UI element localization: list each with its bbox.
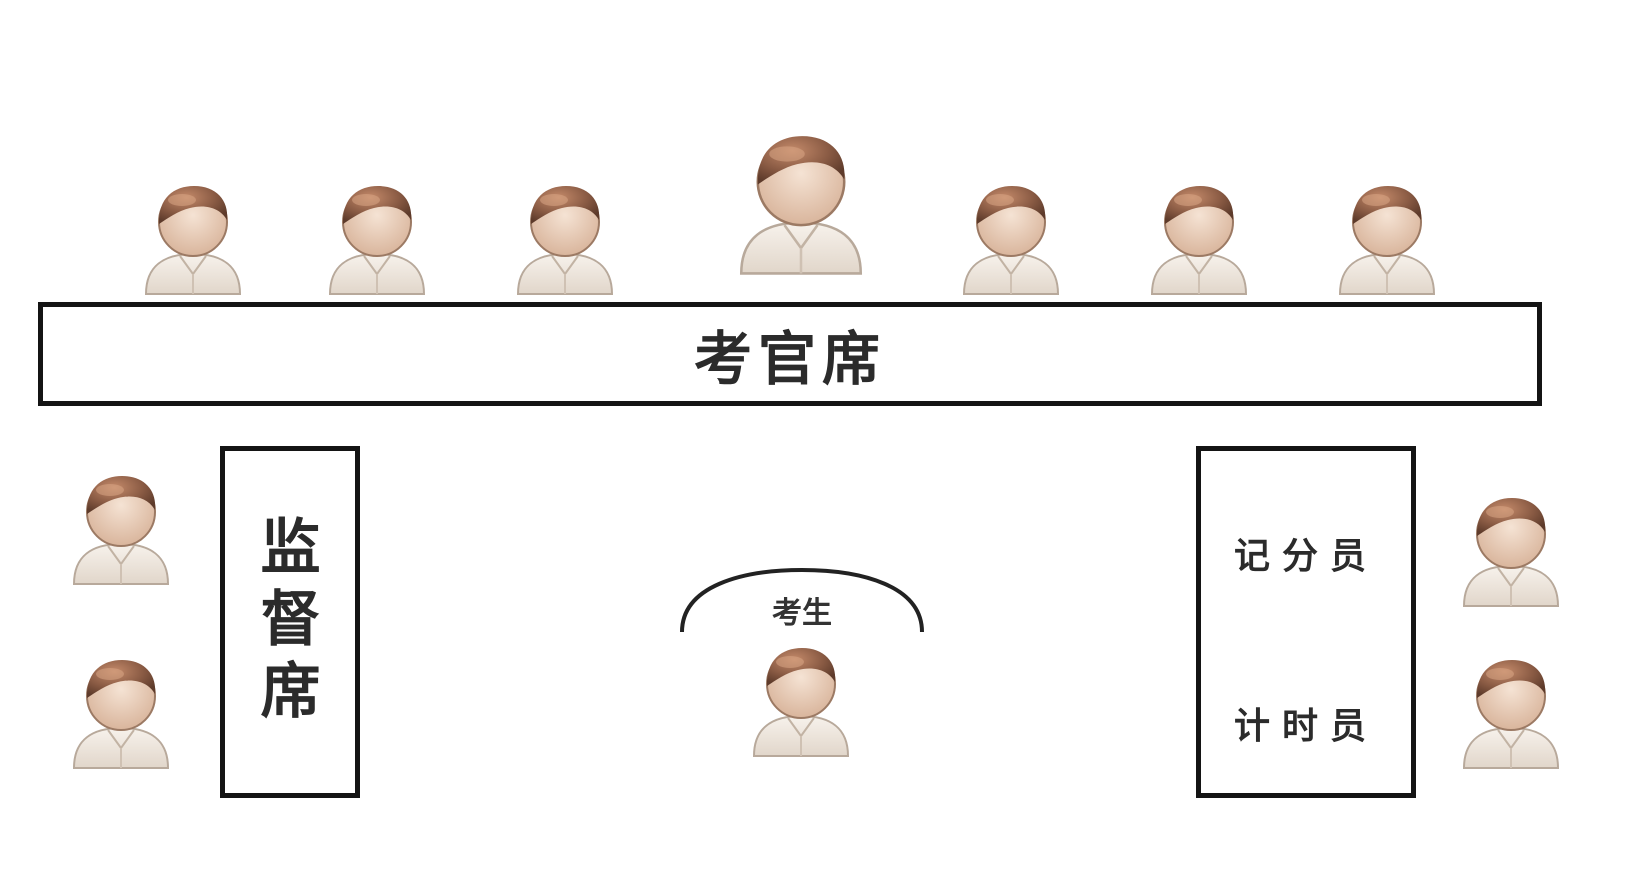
candidate-label: 考生 [772,596,832,631]
examiner-person-icon [1134,178,1264,296]
candidate-person-icon [736,640,866,758]
candidate-arc [680,567,924,633]
examiner-person-icon [1322,178,1452,296]
scorer-timer-table: 记分员 计时员 [1196,446,1416,798]
examiner-person-icon [312,178,442,296]
examiner-table: 考官席 [38,302,1542,406]
supervisor-person-icon [56,468,186,586]
scorer-label: 记分员 [1233,535,1378,577]
supervisor-table: 监督席 [220,446,360,798]
supervisor-person-icon [56,652,186,770]
examiner-person-icon [128,178,258,296]
examiner-person-icon [946,178,1076,296]
chief-examiner-person-icon [718,126,884,276]
scorer-person-icon [1446,490,1576,608]
timer-person-icon [1446,652,1576,770]
timer-label: 计时员 [1233,705,1378,747]
examiner-table-label: 考官席 [693,325,886,393]
supervisor-table-label: 监督席 [250,515,320,731]
examiner-person-icon [500,178,630,296]
